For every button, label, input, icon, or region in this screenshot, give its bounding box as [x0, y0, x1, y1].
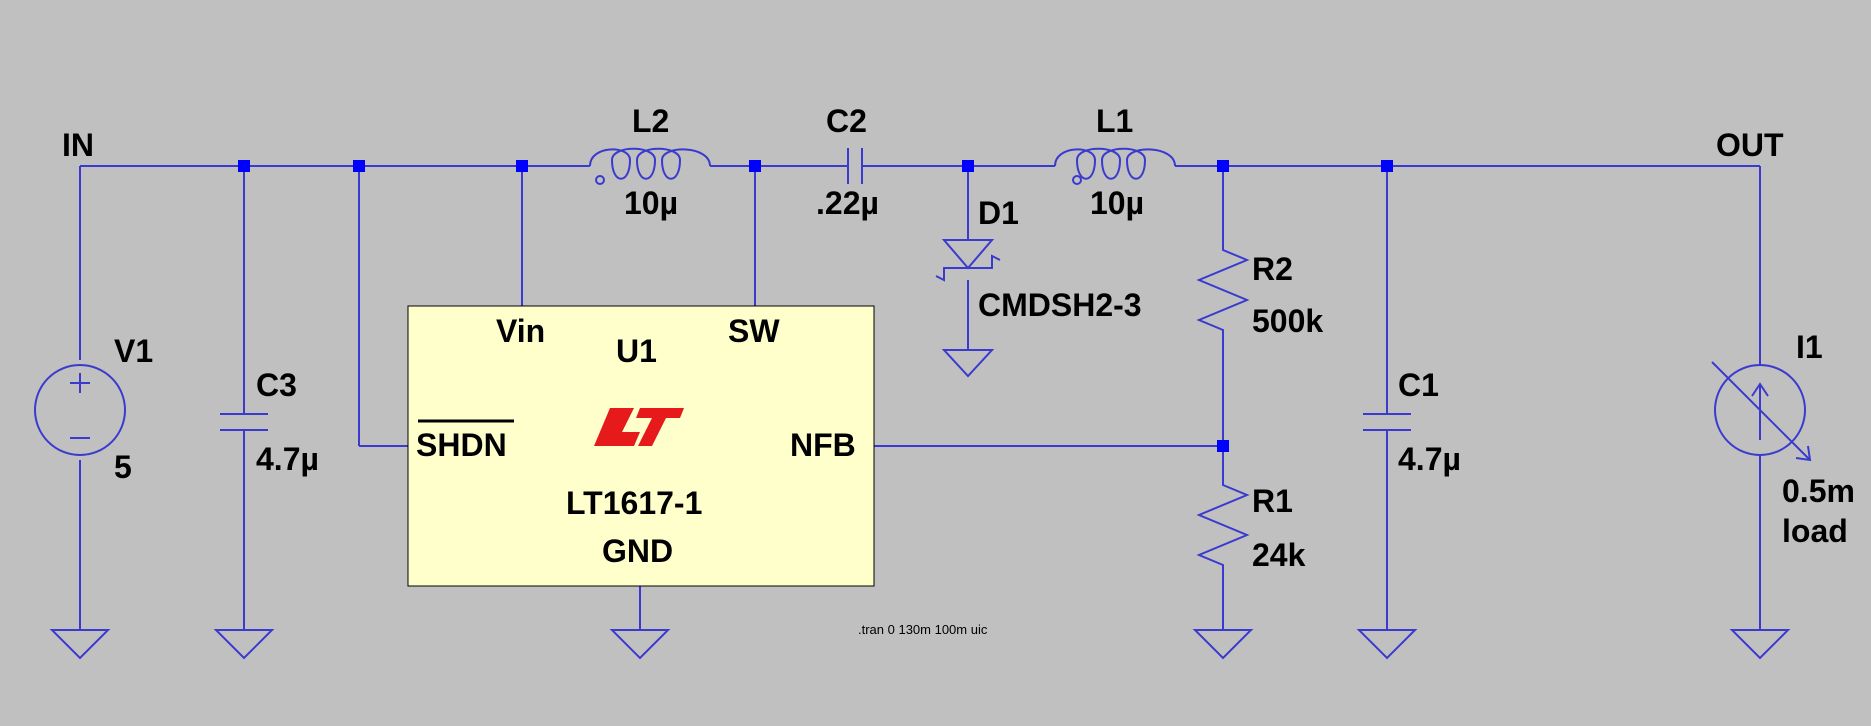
ic-pin-gnd: GND: [602, 533, 673, 569]
r2-resistor[interactable]: [1196, 245, 1250, 335]
ic-pin-vin: Vin: [496, 313, 545, 349]
ground-v1: [49, 629, 111, 660]
l2-inductor[interactable]: [589, 147, 711, 185]
r1-value: 24k: [1252, 537, 1306, 573]
i1-current-source[interactable]: [1711, 361, 1812, 462]
c3-value: 4.7µ: [256, 441, 319, 477]
c1-capacitor[interactable]: [1363, 413, 1411, 431]
ground-ic: [609, 629, 671, 660]
l2-value: 10µ: [624, 185, 678, 221]
i1-value: 0.5m: [1782, 473, 1855, 509]
ground-symbols: [49, 349, 1791, 660]
d1-value: CMDSH2-3: [978, 287, 1142, 323]
net-label-in: IN: [62, 127, 94, 163]
ground-c1: [1356, 629, 1418, 660]
ic-pin-shdn: SHDN: [416, 427, 507, 463]
v1-value: 5: [114, 449, 132, 485]
v1-voltage-source[interactable]: [34, 364, 126, 456]
ground-r1: [1192, 629, 1254, 660]
ic-pin-nfb: NFB: [790, 427, 856, 463]
u1-ic[interactable]: [407, 305, 875, 587]
ic-part: LT1617-1: [566, 485, 702, 521]
r1-resistor[interactable]: [1196, 480, 1250, 580]
c3-name: C3: [256, 367, 297, 403]
l1-inductor[interactable]: [1054, 147, 1176, 185]
c3-capacitor[interactable]: [220, 413, 268, 431]
c2-name: C2: [826, 103, 867, 139]
r1-name: R1: [1252, 483, 1293, 519]
c1-name: C1: [1398, 367, 1439, 403]
c2-value: .22µ: [816, 185, 879, 221]
lt-logo: [594, 408, 684, 446]
labels: IN OUT V1 5 C3 4.7µ L2 10µ C2 .22µ D1 CM…: [62, 103, 1855, 637]
d1-name: D1: [978, 195, 1019, 231]
l1-value: 10µ: [1090, 185, 1144, 221]
l2-name: L2: [632, 103, 669, 139]
junctions: [238, 160, 1393, 452]
d1-diode[interactable]: [935, 239, 1001, 282]
net-label-out: OUT: [1716, 127, 1784, 163]
ground-d1: [941, 349, 995, 378]
i1-type: load: [1782, 513, 1848, 549]
c1-value: 4.7µ: [1398, 441, 1461, 477]
r2-name: R2: [1252, 251, 1293, 287]
spice-directive: .tran 0 130m 100m uic: [858, 622, 988, 637]
c2-capacitor[interactable]: [830, 148, 880, 184]
ic-name: U1: [616, 333, 657, 369]
v1-name: V1: [114, 333, 153, 369]
r2-value: 500k: [1252, 303, 1323, 339]
ground-c3: [213, 629, 275, 660]
wires: [79, 165, 1761, 630]
l1-name: L1: [1096, 103, 1133, 139]
ground-i1: [1729, 629, 1791, 660]
ic-pin-sw: SW: [728, 313, 780, 349]
i1-name: I1: [1796, 329, 1823, 365]
